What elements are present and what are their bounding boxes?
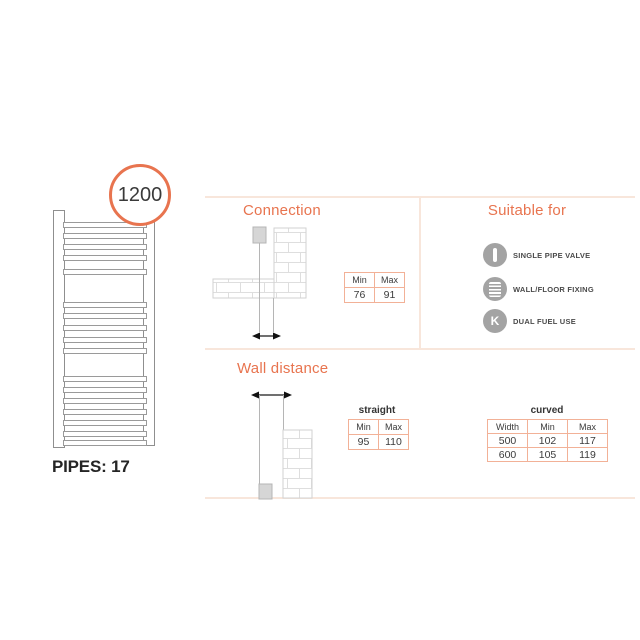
curved-table: Width Min Max 500 102 117 600 105 119	[487, 419, 608, 462]
radiator-pipe	[63, 431, 147, 437]
floor-bricks	[212, 278, 275, 299]
table-cell: 91	[374, 287, 405, 303]
radiator-pipe	[63, 269, 147, 275]
table-header: Width	[487, 419, 528, 434]
pipe-stub	[252, 226, 267, 244]
table-cell: 105	[527, 447, 568, 462]
dimension-arrow	[251, 391, 292, 399]
height-value: 1200	[117, 183, 163, 206]
suitable-item-label: DUAL FUEL USE	[513, 316, 576, 326]
radiator-pipe	[63, 409, 147, 415]
table-cell: 500	[487, 433, 528, 448]
dual-fuel-letter: K	[490, 314, 500, 328]
single-pipe-valve-icon	[483, 243, 507, 267]
wall-bricks	[282, 429, 313, 499]
radiator-pipe	[63, 255, 147, 261]
suitable-item-dual-fuel: K DUAL FUEL USE	[483, 309, 576, 333]
table-cell: 119	[567, 447, 608, 462]
suitable-item-label: WALL/FLOOR FIXING	[513, 284, 594, 294]
curved-table-caption: curved	[530, 405, 564, 416]
radiator-pipe	[63, 348, 147, 354]
table-header: Min	[527, 419, 568, 434]
table-cell: 110	[378, 434, 409, 450]
pipes-count-label: PIPES: 17	[52, 457, 130, 476]
connection-diagram	[212, 226, 307, 340]
suitable-item-single-pipe-valve: SINGLE PIPE VALVE	[483, 243, 590, 267]
radiator-pipe	[63, 313, 147, 319]
connection-table: Min Max 76 91	[344, 272, 405, 303]
pipe-stub	[258, 483, 273, 500]
suitable-item-label: SINGLE PIPE VALVE	[513, 250, 591, 260]
radiator-pipe	[63, 302, 147, 308]
radiator-pipe	[63, 244, 147, 250]
radiator-pipe	[63, 233, 147, 239]
table-cell: 95	[348, 434, 379, 450]
radiator-drawing	[53, 210, 155, 448]
height-badge: 1200	[109, 164, 171, 226]
radiator-pipe	[63, 337, 147, 343]
table-header: Max	[374, 272, 405, 288]
table-header: Min	[344, 272, 375, 288]
bottom-divider	[205, 497, 635, 499]
table-cell: 76	[344, 287, 375, 303]
straight-table-caption: straight	[358, 405, 396, 416]
suitable-for-title: Suitable for	[487, 202, 567, 219]
wall-floor-fixing-icon	[483, 277, 507, 301]
wall-distance-title: Wall distance	[237, 360, 329, 377]
straight-table: Min Max 95 110	[348, 419, 409, 450]
wall-distance-diagram	[251, 391, 313, 500]
table-header: Max	[567, 419, 608, 434]
radiator-pipe	[63, 398, 147, 404]
suitable-item-wall-floor-fixing: WALL/FLOOR FIXING	[483, 277, 594, 301]
radiator-pipe	[63, 376, 147, 382]
dimension-arrow	[252, 332, 281, 340]
connection-title: Connection	[243, 202, 321, 219]
table-cell: 102	[527, 433, 568, 448]
vertical-divider	[419, 196, 421, 350]
radiator-pipe	[63, 325, 147, 331]
radiator-pipe	[63, 440, 147, 446]
table-cell: 117	[567, 433, 608, 448]
radiator-pipe	[63, 387, 147, 393]
table-cell: 600	[487, 447, 528, 462]
wall-bricks	[273, 227, 307, 299]
dual-fuel-icon: K	[483, 309, 507, 333]
radiator-pipe	[63, 420, 147, 426]
table-header: Min	[348, 419, 379, 435]
table-header: Max	[378, 419, 409, 435]
